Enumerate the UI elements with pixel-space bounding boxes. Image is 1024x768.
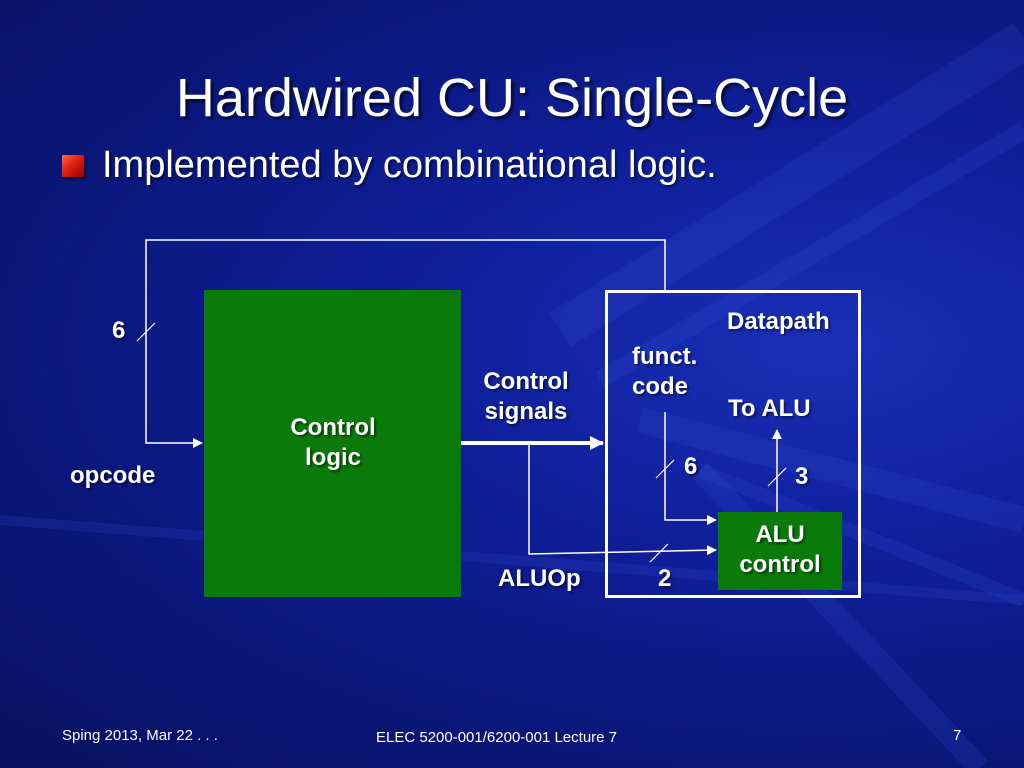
control-logic-line2: logic xyxy=(304,444,361,471)
slide-title: Hardwired CU: Single-Cycle xyxy=(175,68,849,128)
alu-control-line1: ALU xyxy=(755,521,805,548)
to-alu-width-label: 3 xyxy=(795,463,809,490)
to-alu-label: To ALU xyxy=(728,395,811,422)
funct-width-slash xyxy=(655,459,675,479)
control-signals-label: Control signals xyxy=(460,367,592,427)
alu-control-block xyxy=(718,512,842,590)
control-signals-line2: signals xyxy=(484,398,568,425)
aluop-width-label: 2 xyxy=(658,565,672,592)
aluop-wire xyxy=(528,443,717,556)
control-signals-line1: Control xyxy=(483,368,569,395)
alu-control-label: ALU control xyxy=(718,520,842,580)
bullet-square-icon xyxy=(62,155,84,177)
footer-page-number: 7 xyxy=(953,727,962,744)
opcode-label: opcode xyxy=(70,462,156,489)
control-logic-label: Control logic xyxy=(262,413,404,473)
datapath-box xyxy=(605,290,861,598)
opcode-width-slash xyxy=(136,322,156,342)
control-logic-block xyxy=(204,290,461,597)
datapath-label: Datapath xyxy=(727,308,830,335)
funct-code-wire xyxy=(664,412,717,525)
footer-course: ELEC 5200-001/6200-001 Lecture 7 xyxy=(376,729,618,746)
alu-control-line2: control xyxy=(739,551,821,578)
footer-date: Sping 2013, Mar 22 . . . xyxy=(62,727,218,744)
to-alu-width-slash xyxy=(767,467,787,487)
funct-code-label: funct. code xyxy=(632,342,697,402)
funct-width-label: 6 xyxy=(684,453,698,480)
opcode-width-label: 6 xyxy=(112,317,126,344)
bullet-text: Implemented by combinational logic. xyxy=(102,144,717,186)
control-logic-line1: Control xyxy=(290,414,376,441)
opcode-feedback-wire xyxy=(145,239,666,448)
aluop-label: ALUOp xyxy=(498,565,581,592)
aluop-width-slash xyxy=(649,543,669,563)
funct-code-line2: code xyxy=(632,373,689,400)
funct-code-line1: funct. xyxy=(632,343,698,370)
